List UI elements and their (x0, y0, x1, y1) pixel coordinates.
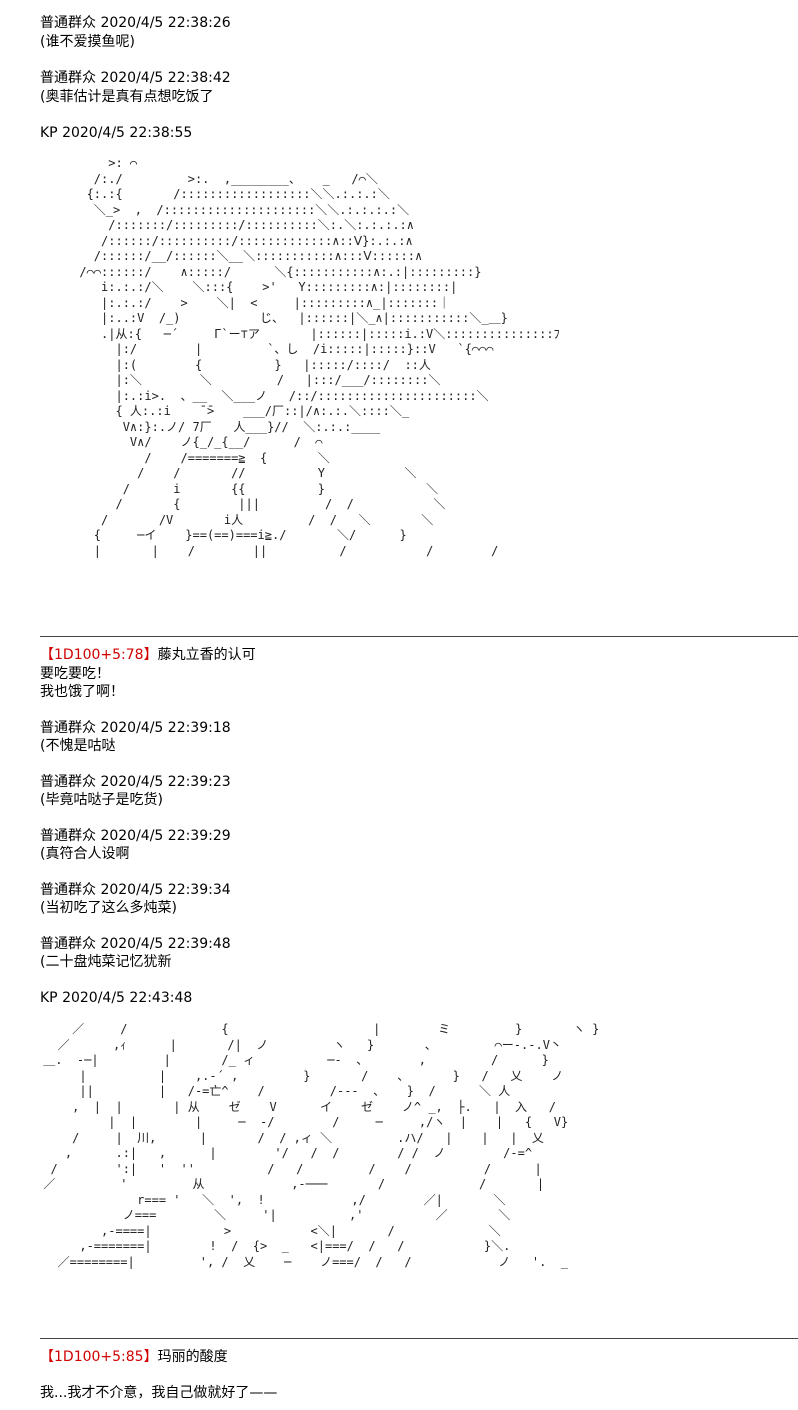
post-user: 普通群众 (40, 720, 96, 736)
post-user: 普通群众 (40, 828, 96, 844)
dice-result: 【1D100+5:85】玛丽的酸度 (40, 1348, 228, 1366)
kp-text: 要吃要吃！ (40, 666, 110, 682)
kp-text: 我...我才不介意，我自己做就好了—— (40, 1385, 278, 1401)
divider (40, 1338, 798, 1339)
post-time: 2020/4/5 22:39:29 (100, 828, 231, 844)
post-header: 普通群众 2020/4/5 22:39:29 (40, 827, 231, 845)
post-text: (当初吃了这么多炖菜) (40, 900, 177, 916)
post-user: 普通群众 (40, 936, 96, 952)
dice-result: 【1D100+5:78】藤丸立香的认可 (40, 646, 256, 664)
divider (40, 636, 798, 637)
post-user: KP (40, 125, 58, 141)
post-time: 2020/4/5 22:39:18 (100, 720, 231, 736)
post-header: 普通群众 2020/4/5 22:39:23 (40, 773, 231, 791)
post-time: 2020/4/5 22:38:26 (100, 15, 231, 31)
kp-text: 我也饿了啊！ (40, 684, 124, 700)
post-text: (毕竟咕哒子是吃货) (40, 792, 163, 808)
post-user: KP (40, 990, 58, 1006)
post-time: 2020/4/5 22:43:48 (62, 990, 193, 1006)
post-header: 普通群众 2020/4/5 22:38:26 (40, 14, 231, 32)
dice-label: 藤丸立香的认可 (157, 647, 256, 663)
post-time: 2020/4/5 22:39:48 (100, 936, 231, 952)
post-user: 普通群众 (40, 882, 96, 898)
dice-roll-value: 【1D100+5:85】 (40, 1349, 158, 1365)
post-text: (奥菲估计是真有点想吃饭了 (40, 89, 214, 105)
ascii-art-character-eating: >: ⌒ /:./ >:. ,________、 _ /⌒＼ {:.:{ /::… (79, 156, 560, 558)
post-header: 普通群众 2020/4/5 22:39:18 (40, 719, 231, 737)
post-time: 2020/4/5 22:39:34 (100, 882, 231, 898)
post-header: KP 2020/4/5 22:38:55 (40, 124, 192, 142)
dice-roll-value: 【1D100+5:78】 (40, 647, 158, 663)
post-header: 普通群众 2020/4/5 22:39:34 (40, 881, 231, 899)
post-user: 普通群众 (40, 774, 96, 790)
post-header: KP 2020/4/5 22:43:48 (40, 989, 192, 1007)
post-time: 2020/4/5 22:38:42 (100, 70, 231, 86)
post-header: 普通群众 2020/4/5 22:38:42 (40, 69, 231, 87)
post-time: 2020/4/5 22:39:23 (100, 774, 231, 790)
post-text: (真符合人设啊 (40, 846, 130, 862)
ascii-art-large-characters: ／ / { | ミ } ヽ } ／ ,ｨ | /| ノ ヽ } 、 ⌒ー-.-.… (43, 1022, 600, 1269)
post-user: 普通群众 (40, 70, 96, 86)
post-text: (二十盘炖菜记忆犹新 (40, 954, 172, 970)
post-header: 普通群众 2020/4/5 22:39:48 (40, 935, 231, 953)
post-text: (谁不爱摸鱼呢) (40, 34, 135, 50)
post-text: (不愧是咕哒 (40, 738, 116, 754)
dice-label: 玛丽的酸度 (157, 1349, 228, 1365)
post-user: 普通群众 (40, 15, 96, 31)
post-time: 2020/4/5 22:38:55 (62, 125, 193, 141)
